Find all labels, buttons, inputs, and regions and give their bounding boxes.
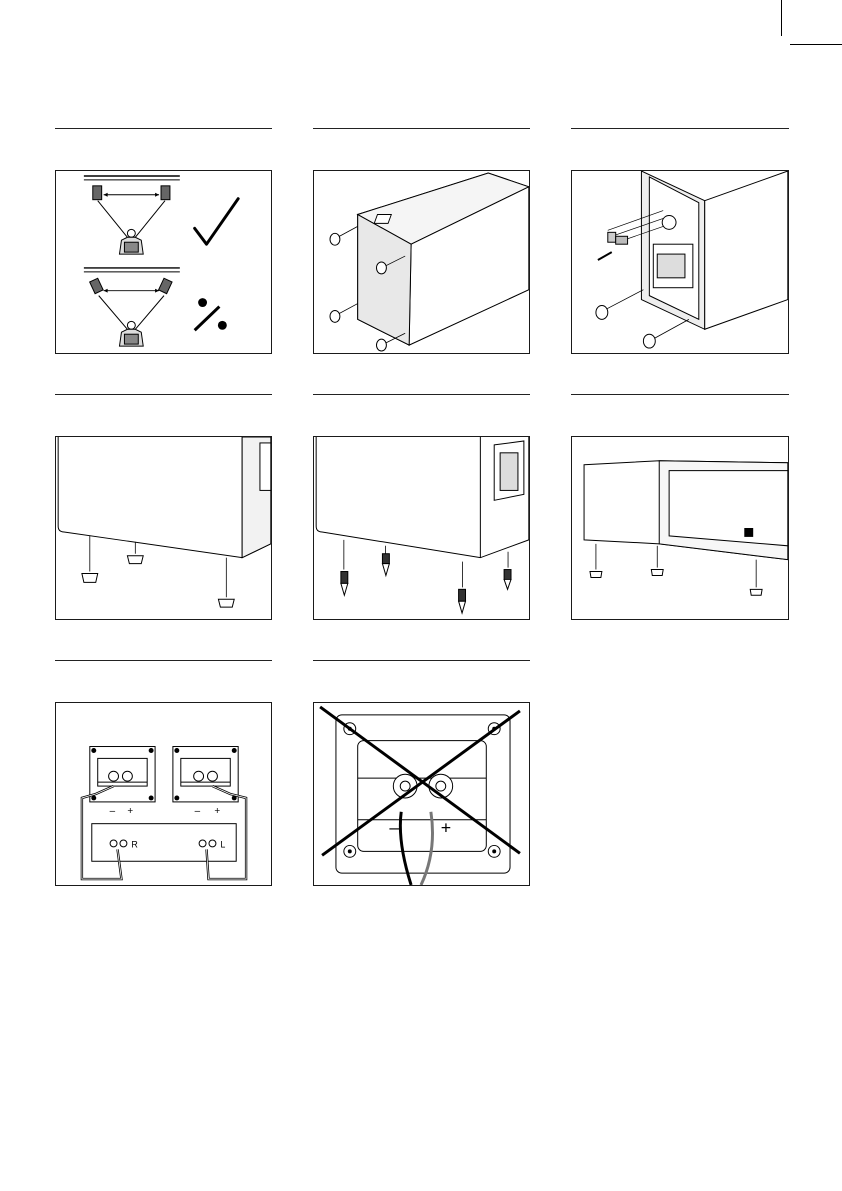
- figure-speaker-placement: [55, 170, 272, 354]
- wall-mount-illustration: [572, 171, 788, 353]
- section-rule: [55, 128, 272, 129]
- foot-pad-icon: [376, 339, 386, 351]
- foot-pad-icon: [376, 262, 386, 274]
- spike-icon: [504, 570, 511, 590]
- figure-center-speaker-feet: [571, 436, 789, 620]
- terminal-sign: –: [195, 806, 201, 817]
- foot-pad-icon: [596, 306, 608, 320]
- section-rule: [55, 660, 272, 661]
- foot-pad-icon: [330, 310, 340, 322]
- terminal-sign: +: [214, 806, 220, 817]
- amplifier-panel: [92, 824, 236, 862]
- figure-spike-feet-front-view: [313, 436, 530, 620]
- wrong-wiring-illustration: – +: [314, 703, 529, 885]
- spike-feet-illustration: [314, 437, 529, 619]
- rubber-feet-illustration: [56, 437, 271, 619]
- placement-illustration: [56, 171, 271, 353]
- rubber-foot-icon: [127, 556, 143, 564]
- listener-icon: [119, 321, 143, 346]
- terminal-sign: +: [127, 806, 133, 817]
- speaker-terminal-left: [90, 747, 155, 802]
- terminal-sign: –: [389, 818, 399, 838]
- figure-wrong-wiring: – +: [313, 702, 530, 886]
- terminal-sign: +: [441, 818, 451, 838]
- foot-pad-icon: [330, 233, 340, 245]
- figure-stereo-wiring: – + – + R L: [55, 702, 272, 886]
- percent-icon: [195, 298, 227, 330]
- spike-icon: [341, 572, 348, 596]
- figure-wall-mount-bracket-back: [571, 170, 789, 354]
- stereo-wiring-illustration: – + – + R L: [56, 703, 271, 885]
- spike-icon: [382, 554, 389, 576]
- section-rule: [313, 394, 530, 395]
- amplifier-channel-label: L: [220, 839, 225, 849]
- foot-pad-icon: [643, 334, 655, 348]
- rubber-foot-icon: [590, 572, 602, 578]
- rubber-foot-icon: [651, 570, 663, 576]
- amplifier-channel-label: R: [131, 839, 138, 849]
- section-rule: [55, 394, 272, 395]
- section-rule: [313, 128, 530, 129]
- rubber-foot-icon: [218, 599, 234, 607]
- section-rule: [571, 128, 789, 129]
- screw-icon: [598, 252, 612, 260]
- section-rule: [571, 394, 789, 395]
- crop-mark-horizontal: [790, 44, 842, 45]
- center-speaker-illustration: [572, 437, 788, 619]
- figure-foot-pads-cabinet-bottom: [313, 170, 530, 354]
- section-rule: [313, 660, 530, 661]
- rubber-foot-icon: [82, 574, 98, 583]
- check-icon: [195, 199, 239, 245]
- spike-icon: [459, 589, 466, 613]
- listener-icon: [119, 229, 143, 254]
- figure-rubber-feet-front-view: [55, 436, 272, 620]
- rubber-foot-icon: [750, 589, 762, 595]
- crop-mark-vertical: [781, 0, 782, 36]
- cabinet-bottom-illustration: [314, 171, 529, 353]
- terminal-sign: –: [110, 806, 116, 817]
